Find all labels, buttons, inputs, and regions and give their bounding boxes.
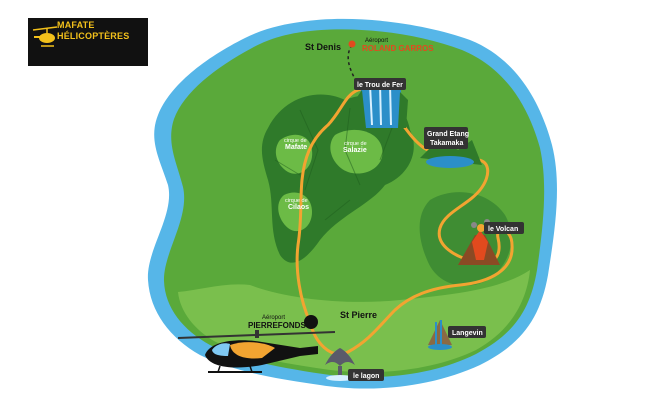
whale-tail-icon (325, 348, 355, 381)
helicopter-route (295, 87, 514, 356)
label-salazie-1: cirque de (344, 141, 367, 147)
badge-grand-etang (424, 127, 468, 149)
label-airport-south-small: Aéroport (262, 315, 285, 321)
label-st-pierre: St Pierre (340, 310, 377, 320)
label-mafate-1: cirque de (284, 138, 307, 144)
helicopter-illustration-icon (177, 330, 336, 373)
cirque-cilaos-basin (278, 192, 312, 232)
trou-de-fer-waterfall-icon (355, 82, 408, 128)
label-cilaos-2: Cilaos (288, 204, 309, 211)
logo-line-1: MAFATE (57, 20, 95, 30)
label-trou-de-fer: le Trou de Fer (357, 82, 403, 89)
label-lagon: le lagon (353, 373, 379, 380)
label-volcan: le Volcan (488, 226, 518, 233)
label-airport-south-name: PIERREFONDS (248, 321, 306, 330)
cirque-salazie-basin (330, 129, 383, 174)
badge-trou-de-fer (354, 78, 406, 90)
label-salazie-2: Salazie (343, 147, 367, 154)
label-mafate-2: Mafate (285, 144, 307, 151)
ridge-lines (274, 107, 396, 221)
badge-volcan (484, 222, 524, 234)
cirque-mafate-basin (275, 134, 313, 174)
label-grand-etang-2: Takamaka (430, 140, 463, 147)
helicopter-logo-icon (32, 26, 58, 47)
badge-lagon (348, 369, 384, 381)
label-st-denis: St Denis (305, 42, 341, 52)
label-airport-north-name: ROLAND GARROS (362, 44, 434, 53)
label-langevin: Langevin (452, 330, 483, 337)
pierrefonds-marker (304, 315, 318, 329)
roland-garros-marker (348, 40, 356, 48)
label-grand-etang-1: Grand Etang (427, 131, 469, 138)
label-airport-north-small: Aéroport (365, 38, 388, 44)
badge-langevin (448, 326, 486, 338)
label-cilaos-1: cirque de (285, 198, 308, 204)
langevin-waterfall-icon (428, 320, 452, 350)
logo-line-2: HÉLICOPTÈRES (57, 31, 130, 41)
